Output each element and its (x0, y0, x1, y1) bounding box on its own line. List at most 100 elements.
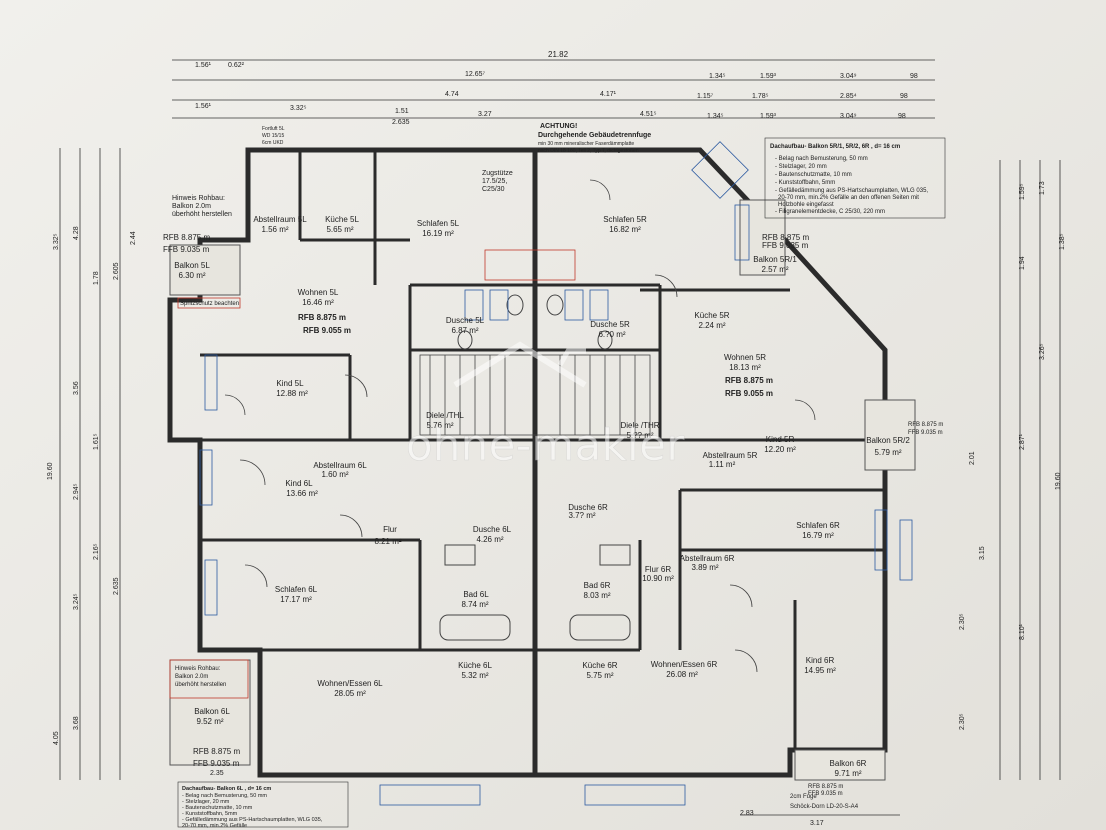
svg-text:2.35: 2.35 (210, 770, 224, 777)
svg-text:RFB 8.875 m: RFB 8.875 m (163, 233, 210, 242)
room-area: 9.52 m² (196, 717, 223, 726)
fuge-note: 2cm Fuge (790, 794, 817, 800)
room-area: 8.03 m² (583, 591, 610, 600)
svg-text:17.5/25,: 17.5/25, (482, 178, 507, 185)
room-area: 12.20 m² (764, 445, 796, 454)
svg-text:- Filigranelementdecke, C 25/3: - Filigranelementdecke, C 25/30, 220 mm (775, 209, 885, 215)
svg-text:3.27: 3.27 (478, 111, 492, 118)
room-name: Schlafen 5L (417, 219, 460, 228)
svg-text:3.04⁹: 3.04⁹ (840, 73, 857, 80)
svg-text:3.17: 3.17 (810, 820, 824, 827)
room-name: Balkon 5R/2 (866, 436, 910, 445)
svg-text:- Stelzlager, 20 mm: - Stelzlager, 20 mm (182, 799, 230, 805)
room-name: Balkon 6L (194, 707, 230, 716)
room-name: Schlafen 6R (796, 521, 840, 530)
svg-text:FFB 9.035 m: FFB 9.035 m (908, 430, 943, 436)
room-name: Wohnen 5R (724, 353, 766, 362)
svg-text:1.78: 1.78 (93, 271, 100, 285)
room-name: Abstellraum 5L (253, 215, 307, 224)
room-name: Balkon 6R (830, 759, 867, 768)
svg-text:4.05: 4.05 (53, 731, 60, 745)
svg-text:98: 98 (898, 113, 906, 120)
svg-text:- Bautenschutzmatte, 10 mm: - Bautenschutzmatte, 10 mm (775, 172, 852, 178)
level-markers: RFB 8.875 m FFB 9.035 m RFB 8.875 m RFB … (163, 233, 943, 797)
svg-text:1.51: 1.51 (395, 108, 409, 115)
svg-text:Holzbohle eingefasst: Holzbohle eingefasst (778, 202, 834, 208)
svg-text:19.60: 19.60 (1055, 472, 1062, 490)
door-swings (224, 179, 816, 673)
room-area: 16.79 m² (802, 531, 834, 540)
svg-text:Dachaufbau- Balkon 6L , d= 16: Dachaufbau- Balkon 6L , d= 16 cm (182, 786, 271, 792)
svg-text:nach DIN 18 180, Teil 2, Typ T: nach DIN 18 180, Teil 2, Typ T, dichtges… (538, 148, 639, 154)
bathroom-fixtures (439, 294, 631, 641)
svg-text:Dachaufbau- Balkon 5R/1, 5R/2,: Dachaufbau- Balkon 5R/1, 5R/2, 6R , d= 1… (770, 144, 900, 150)
svg-text:1.15⁷: 1.15⁷ (697, 93, 714, 100)
svg-text:Hinweis Rohbau:: Hinweis Rohbau: (175, 666, 221, 672)
room-area: 16.82 m² (609, 225, 641, 234)
svg-text:4.28: 4.28 (73, 226, 80, 240)
watermark-text: ohne-makler (406, 420, 685, 471)
room-area: 9.71 m² (834, 769, 861, 778)
room-name: Wohnen/Essen 6L (317, 679, 383, 688)
svg-text:1.34⁵: 1.34⁵ (707, 113, 724, 120)
room-area: 16.46 m² (302, 298, 334, 307)
room-name: Bad 6L (463, 590, 489, 599)
svg-text:Durchgehende Gebäudetrennfuge: Durchgehende Gebäudetrennfuge (538, 132, 651, 139)
room-area: 5.75 m² (586, 671, 613, 680)
svg-text:1.94: 1.94 (1019, 256, 1026, 270)
balconies (169, 199, 916, 781)
room-name: Wohnen/Essen 6R (651, 660, 718, 669)
room-area: 6.?0 m² (598, 330, 625, 339)
svg-text:1.56¹: 1.56¹ (195, 62, 212, 69)
room-area: 28.05 m² (334, 689, 366, 698)
svg-text:überhöht herstellen: überhöht herstellen (172, 211, 232, 218)
svg-text:Zugstütze: Zugstütze (482, 170, 513, 177)
svg-text:- Kunststoffbahn, 5mm: - Kunststoffbahn, 5mm (775, 180, 835, 186)
svg-text:- Bautenschutzmatte, 10 mm: - Bautenschutzmatte, 10 mm (182, 805, 253, 811)
svg-text:RFB 8.875 m: RFB 8.875 m (762, 233, 809, 242)
room-area: 1.56 m² (261, 225, 288, 234)
room-name: Küche 6L (458, 661, 492, 670)
svg-text:3.32⁵: 3.32⁵ (53, 233, 60, 250)
svg-text:2.16⁵: 2.16⁵ (93, 543, 100, 560)
room-area: 14.95 m² (804, 666, 836, 675)
schoeck-note: Schöck-Dorn LD-20-S-A4 (790, 804, 859, 810)
room-name: Abstellraum 6L (313, 461, 367, 470)
dimension-text: 21.82 1.56¹ 0.62² 12.65⁷ 1.34⁵ 1.59³ 3.0… (47, 50, 1066, 827)
svg-text:3.04⁹: 3.04⁹ (840, 113, 857, 120)
room-area: 8.21 m² (374, 537, 401, 546)
svg-text:4.74: 4.74 (445, 91, 459, 98)
room-name: Dusche 6L (473, 525, 512, 534)
room-name: Schlafen 6L (275, 585, 318, 594)
svg-text:2.85⁴: 2.85⁴ (840, 93, 857, 100)
room-name: Diele /THR (620, 421, 659, 430)
room-area: 13.66 m² (286, 489, 318, 498)
room-name: Kind 6L (285, 479, 313, 488)
bottom-roof-note: Dachaufbau- Balkon 6L , d= 16 cm - Belag… (177, 781, 349, 829)
hinweis-bottom-note: Hinweis Rohbau: Balkon 2.0m überhöht her… (175, 666, 226, 688)
room-name: Flur 6R (645, 565, 671, 574)
svg-text:RFB 8.875 m: RFB 8.875 m (725, 376, 773, 385)
room-name: Dusche 5R (590, 320, 630, 329)
svg-text:1.59³: 1.59³ (760, 73, 777, 80)
svg-text:2.83: 2.83 (740, 810, 754, 817)
achtung-note: ACHTUNG! Durchgehende Gebäudetrennfuge m… (538, 123, 651, 154)
room-area: 2.24 m² (698, 321, 725, 330)
room-name: Küche 5R (694, 311, 729, 320)
room-area: 5.65 m² (326, 225, 353, 234)
svg-text:- Gefälledämmung aus PS-Hartsc: - Gefälledämmung aus PS-Hartschaumplatte… (182, 817, 323, 823)
svg-text:- Belag nach Bemusterung, 50 m: - Belag nach Bemusterung, 50 mm (182, 793, 267, 799)
room-name: Bad 6R (584, 581, 611, 590)
svg-text:1.38⁵: 1.38⁵ (1059, 233, 1066, 250)
svg-text:WD 15/15: WD 15/15 (262, 133, 284, 139)
room-name: Flur (383, 525, 397, 534)
total-width-dimension: 21.82 (548, 50, 569, 59)
svg-text:FFB 9.035 m: FFB 9.035 m (762, 241, 809, 250)
svg-text:19.60: 19.60 (47, 462, 54, 480)
svg-text:RFB 9.055 m: RFB 9.055 m (725, 389, 773, 398)
room-area: 2.57 m² (761, 265, 788, 274)
svg-text:2.635: 2.635 (113, 577, 120, 595)
room-area: 6.87 m² (451, 326, 478, 335)
room-area: 3.89 m² (691, 563, 718, 572)
